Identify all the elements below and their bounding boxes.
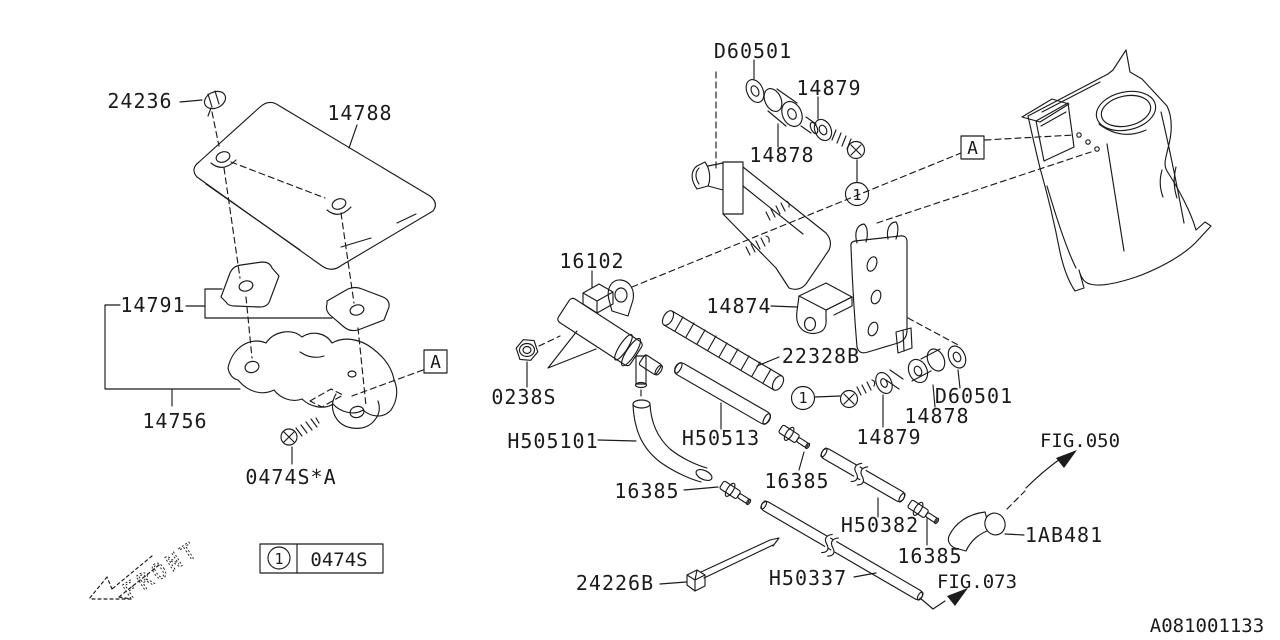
joint-rear-drawing bbox=[906, 497, 942, 545]
label-clip: 24236 bbox=[107, 89, 172, 113]
screw-a-drawing bbox=[281, 418, 319, 464]
upper-fastener-stack bbox=[716, 60, 869, 206]
front-arrow bbox=[89, 556, 159, 599]
engine-block-drawing bbox=[1022, 50, 1211, 291]
label-nut: 0238S bbox=[491, 385, 556, 409]
label-fig-canister: FIG.050 bbox=[1040, 430, 1120, 452]
label-cover: 14788 bbox=[327, 101, 392, 125]
label-hose-rear: H50382 bbox=[841, 513, 919, 537]
cable-tie-drawing bbox=[660, 538, 779, 591]
label-joint-mid: 16385 bbox=[764, 469, 829, 493]
label-washer-top: D60501 bbox=[714, 39, 792, 63]
joint-mid-drawing bbox=[777, 422, 813, 470]
elbow-drawing bbox=[948, 450, 1077, 551]
small-bracket-drawing bbox=[771, 283, 852, 334]
callout-one-top: 1 bbox=[852, 186, 861, 204]
drawing-number: A081001133 bbox=[1150, 615, 1264, 637]
ribbed-hose-drawing bbox=[660, 309, 786, 392]
section-a-right bbox=[632, 135, 1091, 287]
label-joint-rear: 16385 bbox=[897, 544, 962, 568]
label-hose-bottom: H50337 bbox=[769, 566, 847, 590]
label-clamp: 24226B bbox=[576, 571, 654, 595]
label-elbow: 1AB481 bbox=[1025, 523, 1103, 547]
bracket-drawing bbox=[692, 162, 912, 353]
label-hose-elbow: H505101 bbox=[507, 429, 598, 453]
valve-drawing bbox=[539, 271, 670, 400]
label-stays: 14791 bbox=[120, 293, 185, 317]
hose-front-drawing bbox=[673, 361, 773, 429]
hose-elbow-drawing bbox=[598, 400, 714, 483]
label-hose-front: H50513 bbox=[682, 426, 760, 450]
label-stay-bracket: 14756 bbox=[142, 409, 207, 433]
label-bushing-top: 14878 bbox=[749, 143, 814, 167]
label-washer-right: D60501 bbox=[935, 384, 1013, 408]
callout-one-right: 1 bbox=[798, 389, 807, 407]
joint-front-drawing bbox=[684, 478, 754, 509]
label-bracket-small: 14874 bbox=[706, 294, 771, 318]
section-a-left bbox=[310, 350, 447, 407]
legend-box bbox=[260, 544, 383, 573]
leader-lines bbox=[180, 100, 357, 148]
label-screw-marked: 0474S*A bbox=[245, 465, 336, 489]
hose-rear-drawing bbox=[817, 443, 909, 517]
label-collar-top: 14879 bbox=[796, 76, 861, 100]
clip-drawing bbox=[202, 88, 229, 146]
legend-ref-number: 1 bbox=[274, 550, 283, 568]
label-bushing-right: 14878 bbox=[904, 404, 969, 428]
legend-part-number: 0474S bbox=[310, 549, 367, 571]
section-a-right-letter: A bbox=[967, 138, 978, 159]
label-valve: 16102 bbox=[559, 249, 624, 273]
section-a-left-letter: A bbox=[430, 352, 441, 373]
front-label: FRONT bbox=[119, 537, 205, 605]
nut-drawing bbox=[516, 340, 538, 387]
lower-fastener-stack bbox=[792, 318, 970, 427]
hose-bottom-drawing bbox=[756, 496, 968, 609]
label-collar-right: 14879 bbox=[856, 425, 921, 449]
label-joint-front: 16385 bbox=[614, 479, 679, 503]
label-fig-fuel: FIG.073 bbox=[937, 571, 1017, 593]
label-hose-ribbed: 22328B bbox=[782, 344, 860, 368]
engine-cover-drawing bbox=[194, 102, 435, 269]
stay-brackets-drawing bbox=[105, 168, 397, 428]
